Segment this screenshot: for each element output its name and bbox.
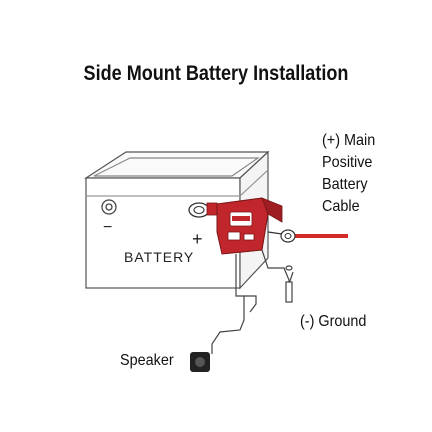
positive-cable-label-line: Positive: [322, 154, 373, 171]
positive-terminal: [188, 202, 218, 218]
positive-cable-label-line: (+) Main: [322, 132, 376, 149]
battery-label: BATTERY: [124, 249, 194, 265]
page-title: Side Mount Battery Installation: [83, 62, 349, 85]
speaker-label: Speaker: [120, 352, 174, 369]
vent-cap-icon: [101, 199, 117, 215]
positive-cable-label-line: Cable: [322, 198, 360, 215]
ground-label: (-) Ground: [300, 313, 367, 330]
speaker-wire: [211, 254, 257, 354]
plus-sign: +: [192, 229, 203, 249]
positive-cable-label: (+) Main Positive Battery Cable: [322, 130, 381, 218]
cable-connector-block: [216, 197, 283, 255]
minus-sign: −: [103, 219, 112, 236]
ground-wire: [261, 249, 294, 303]
main-positive-cable: [267, 229, 348, 243]
speaker-icon: [190, 352, 210, 372]
positive-cable-label-line: Battery: [322, 176, 368, 193]
